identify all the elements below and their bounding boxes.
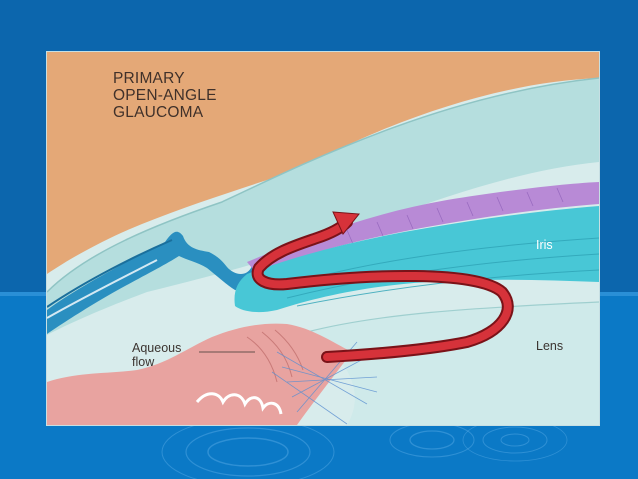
- diagram-title: PRIMARY OPEN-ANGLE GLAUCOMA: [113, 70, 217, 121]
- eye-anatomy-illustration: [47, 52, 599, 425]
- lens-label: Lens: [536, 339, 564, 353]
- aqueous-flow-arrowhead: [332, 211, 360, 235]
- aqueous-flow-label: Aqueous flow: [132, 341, 182, 369]
- ciliary-body: [47, 323, 352, 425]
- iris-pigment-layer: [247, 182, 599, 274]
- glaucoma-diagram: PRIMARY OPEN-ANGLE GLAUCOMA Iris Lens Aq…: [47, 52, 599, 425]
- sclera: [47, 52, 599, 274]
- lens: [307, 302, 599, 425]
- aqueous-flow-arrow: [253, 218, 512, 361]
- iris-label: Iris: [536, 238, 553, 252]
- cornea: [47, 78, 599, 335]
- trabecular-meshwork: [47, 231, 260, 334]
